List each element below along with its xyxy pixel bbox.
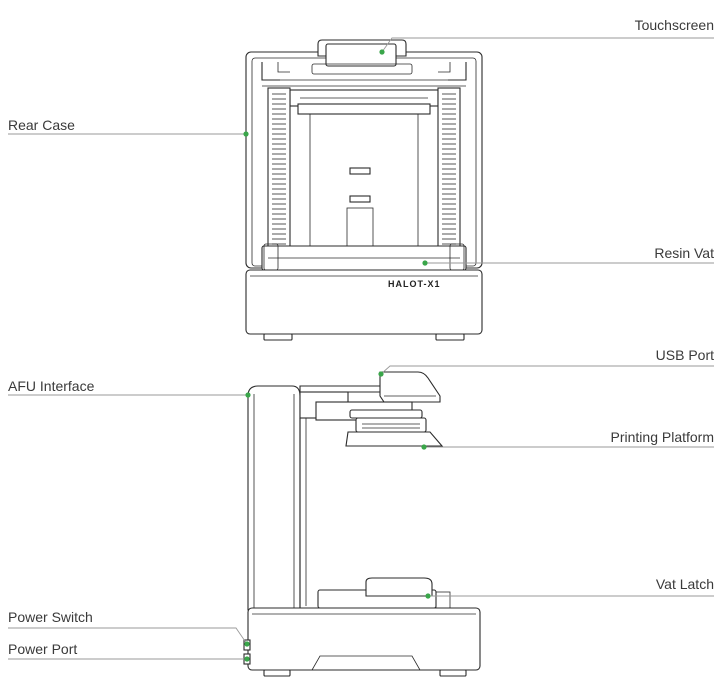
callout-rear-case: Rear Case — [8, 117, 249, 137]
rear-case-marker — [243, 131, 249, 137]
callout-usb-port: USB Port — [378, 347, 714, 377]
callout-power-switch: Power Switch — [8, 609, 250, 647]
power-port-label: Power Port — [8, 641, 77, 657]
callout-afu-interface: AFU Interface — [8, 378, 251, 398]
vat-latch-marker — [425, 593, 431, 599]
printing-platform-label: Printing Platform — [611, 429, 714, 445]
printing-platform — [345, 431, 444, 447]
front-view: HALOT-X1 — [245, 39, 483, 341]
callouts: Touchscreen Rear Case Resin Vat USB Port… — [8, 17, 714, 662]
side-view — [243, 371, 481, 677]
usb-port-marker — [378, 371, 384, 377]
side-rear-column — [247, 385, 301, 611]
side-base — [247, 607, 481, 671]
left-column-ribs — [272, 93, 286, 250]
front-base — [245, 269, 483, 335]
callout-printing-platform: Printing Platform — [421, 429, 714, 450]
power-switch-marker — [244, 641, 250, 647]
usb-port-housing — [379, 371, 441, 403]
afu-interface-marker — [245, 392, 251, 398]
printing-platform-marker — [421, 444, 427, 450]
touchscreen-marker — [379, 49, 385, 55]
afu-interface-label: AFU Interface — [8, 378, 95, 394]
usb-port-label: USB Port — [656, 347, 714, 363]
vat-latch-label: Vat Latch — [656, 576, 714, 592]
callout-vat-latch: Vat Latch — [425, 576, 714, 599]
touchscreen-label: Touchscreen — [635, 17, 714, 33]
resin-vat-label: Resin Vat — [654, 245, 714, 261]
rear-case-label: Rear Case — [8, 117, 75, 133]
vat-latch — [365, 577, 433, 597]
resin-vat-marker — [422, 260, 428, 266]
callout-touchscreen: Touchscreen — [379, 17, 714, 55]
power-switch-label: Power Switch — [8, 609, 93, 625]
power-port-marker — [244, 656, 250, 662]
brand-label: HALOT-X1 — [388, 279, 441, 289]
touchscreen-display — [325, 43, 397, 67]
callout-power-port: Power Port — [8, 641, 250, 662]
callout-resin-vat: Resin Vat — [422, 245, 714, 266]
